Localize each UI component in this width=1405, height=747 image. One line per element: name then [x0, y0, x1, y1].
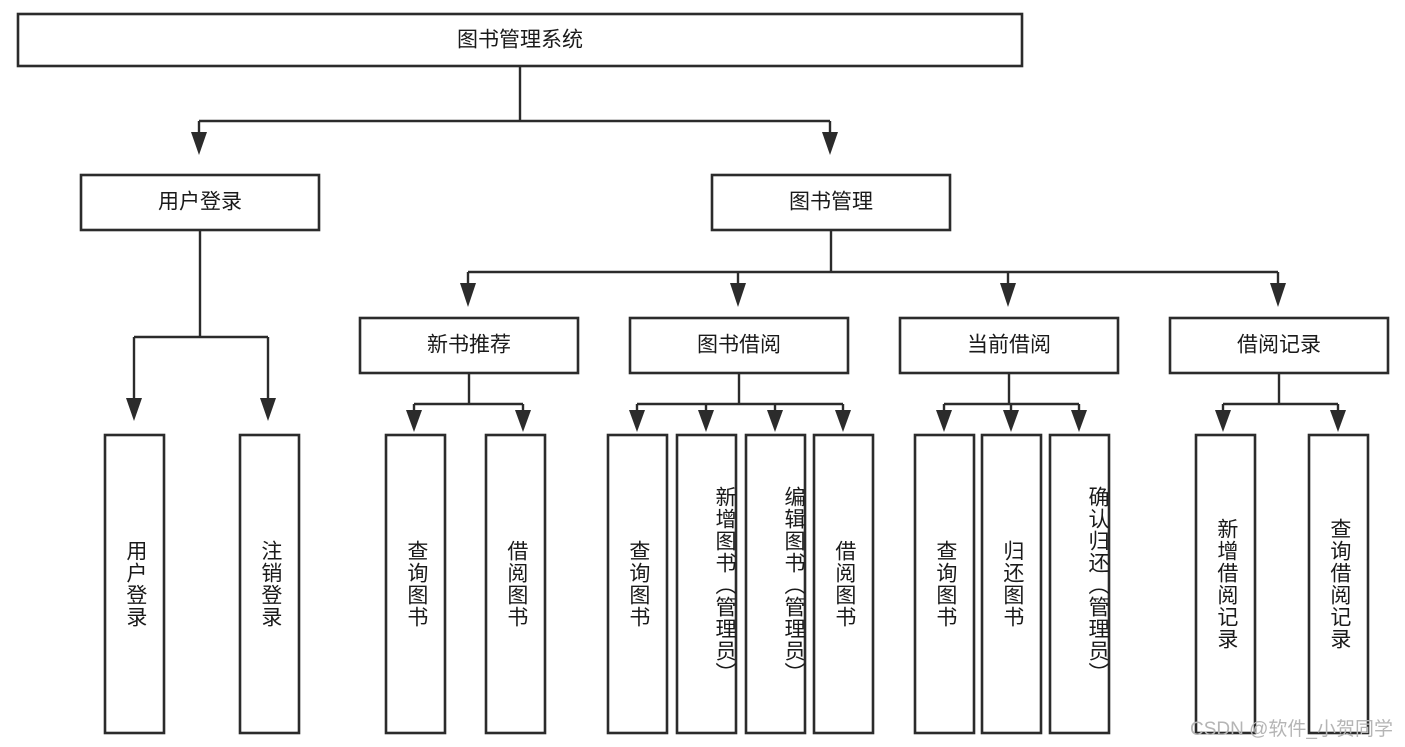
leaf-label-query-book-3: 查询图书 — [933, 540, 957, 628]
leaf-box-query-book-2[interactable] — [606, 433, 669, 735]
connector-new-book-to-leaves — [406, 373, 531, 432]
leaf-box-logout-login[interactable] — [238, 433, 301, 735]
node-borrow-record[interactable]: 借阅记录 — [1168, 316, 1390, 375]
node-book-manage-box[interactable] — [710, 173, 952, 232]
leaf-box-query-book-3[interactable] — [913, 433, 976, 735]
leaf-label-user-login: 用户登录 — [123, 540, 147, 628]
leaf-box-add-book[interactable] — [675, 433, 738, 735]
leaf-box-add-record[interactable] — [1194, 433, 1257, 735]
node-new-book-recommend-box[interactable] — [358, 316, 580, 375]
leaf-box-borrow-book-1[interactable] — [484, 433, 547, 735]
node-book-manage[interactable]: 图书管理 — [710, 173, 952, 232]
connector-borrow-record-to-leaves — [1215, 373, 1346, 432]
leaf-label-return-book: 归还图书 — [1000, 540, 1024, 628]
node-new-book-recommend[interactable]: 新书推荐 — [358, 316, 580, 375]
arrowhead-q-book-2 — [629, 410, 645, 432]
leaf-box-query-book-1[interactable] — [384, 433, 447, 735]
leaf-box-user-login[interactable] — [103, 433, 166, 735]
arrowhead-borrow-record — [1270, 283, 1286, 307]
arrowhead-book-manage — [822, 132, 838, 155]
arrowhead-b-book-1 — [515, 410, 531, 432]
arrowhead-book-borrow — [730, 283, 746, 307]
node-user-login[interactable]: 用户登录 — [79, 173, 321, 232]
leaf-label-query-book-1: 查询图书 — [404, 540, 428, 628]
leaf-label-add-record: 新增借阅记录 — [1214, 518, 1238, 650]
arrowhead-edit-book — [767, 410, 783, 432]
node-borrow-record-box[interactable] — [1168, 316, 1390, 375]
leaf-label-edit-book: 编辑图书（管理员） — [782, 486, 805, 684]
arrowhead-q-book-3 — [936, 410, 952, 432]
arrowhead-leaf-user-login — [126, 398, 142, 421]
arrowhead-add-record — [1215, 410, 1231, 432]
leaf-box-edit-book[interactable] — [744, 433, 807, 735]
node-current-borrow[interactable]: 当前借阅 — [898, 316, 1120, 375]
leaf-label-confirm-return: 确认归还（管理员） — [1086, 486, 1109, 684]
leaf-label-logout-login: 注销登录 — [258, 540, 282, 628]
leaf-label-add-book: 新增图书（管理员） — [713, 486, 736, 684]
node-book-manage-label: 图书管理 — [789, 191, 873, 214]
connector-user-login-to-leaves — [126, 230, 276, 421]
leaf-box-borrow-book-2[interactable] — [812, 433, 875, 735]
connector-book-manage-to-level2 — [460, 230, 1286, 307]
node-user-login-label: 用户登录 — [158, 191, 242, 214]
arrowhead-q-book-1 — [406, 410, 422, 432]
arrowhead-confirm-return — [1071, 410, 1087, 432]
node-book-borrow-label: 图书借阅 — [697, 334, 781, 357]
node-user-login-box[interactable] — [79, 173, 321, 232]
leaf-label-query-book-2: 查询图书 — [626, 540, 650, 628]
connector-book-borrow-to-leaves — [629, 373, 851, 432]
arrowhead-user-login — [191, 132, 207, 155]
arrowhead-query-record — [1330, 410, 1346, 432]
node-current-borrow-label: 当前借阅 — [967, 334, 1051, 357]
leaf-box-query-record[interactable] — [1307, 433, 1370, 735]
leaf-label-borrow-book-1: 借阅图书 — [504, 540, 528, 628]
arrowhead-return-book — [1003, 410, 1019, 432]
leaf-box-return-book[interactable] — [980, 433, 1043, 735]
leaf-label-borrow-book-2: 借阅图书 — [832, 540, 856, 628]
node-new-book-recommend-label: 新书推荐 — [427, 334, 511, 357]
node-book-borrow[interactable]: 图书借阅 — [628, 316, 850, 375]
arrowhead-new-book — [460, 283, 476, 307]
arrowhead-add-book — [698, 410, 714, 432]
node-borrow-record-label: 借阅记录 — [1237, 334, 1321, 357]
csdn-watermark: CSDN @软件_小贺同学 — [1190, 719, 1393, 740]
node-root[interactable]: 图书管理系统 — [16, 12, 1024, 68]
node-book-borrow-box[interactable] — [628, 316, 850, 375]
leaf-box-confirm-return[interactable] — [1048, 433, 1111, 735]
leaf-label-query-record: 查询借阅记录 — [1327, 518, 1351, 650]
connector-root-to-level1 — [191, 66, 838, 155]
node-root-label: 图书管理系统 — [457, 29, 583, 52]
arrowhead-current-borrow — [1000, 283, 1016, 307]
node-root-box[interactable] — [16, 12, 1024, 68]
arrowhead-b-book-2 — [835, 410, 851, 432]
connector-current-borrow-to-leaves — [936, 373, 1087, 432]
arrowhead-leaf-logout — [260, 398, 276, 421]
